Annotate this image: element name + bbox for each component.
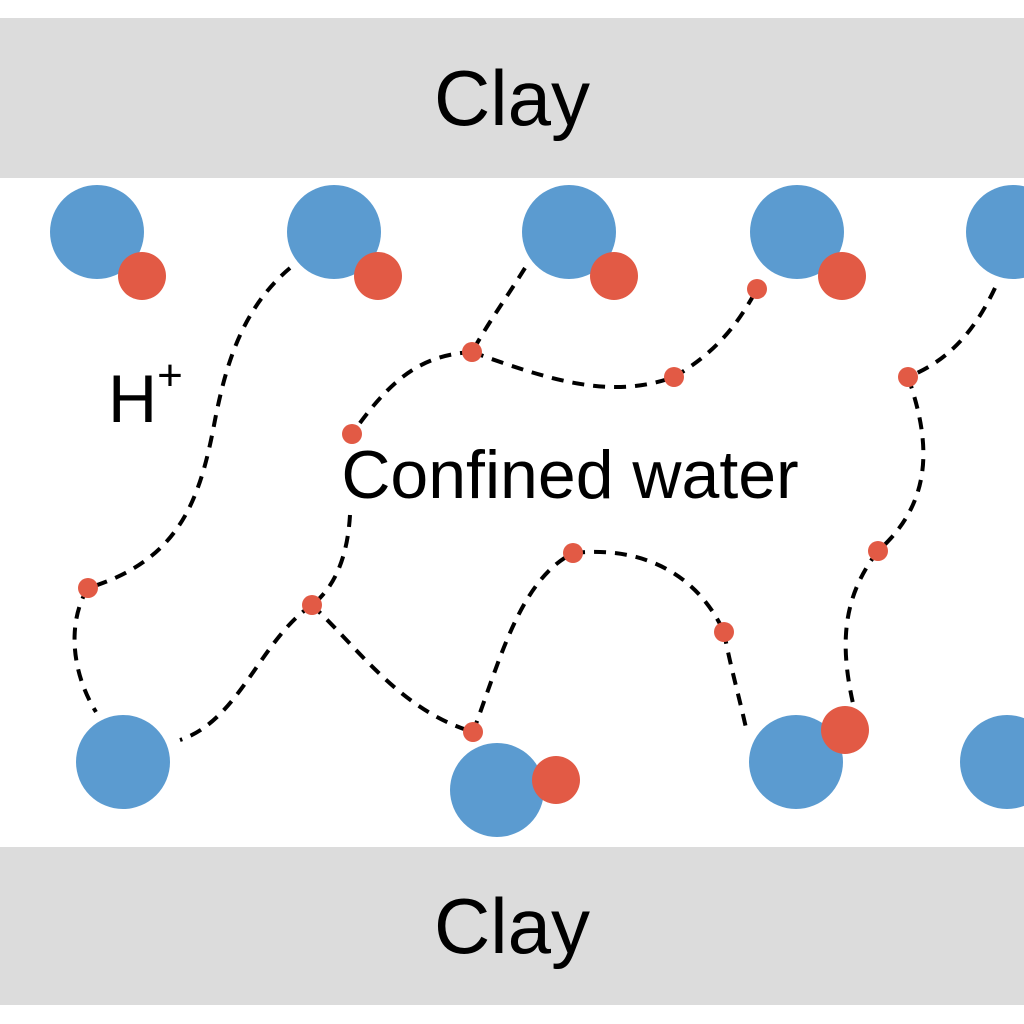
water-molecule <box>960 715 1024 809</box>
hydrogen-bond-network <box>72 266 997 742</box>
proton-node <box>302 595 322 615</box>
hydrogen-bond-path <box>87 266 292 590</box>
clay-bottom-label: Clay <box>433 882 591 970</box>
hydrogen-atom <box>354 252 402 300</box>
proton-node <box>563 543 583 563</box>
water-molecule <box>750 185 866 300</box>
proton-node <box>664 367 684 387</box>
hydrogen-bond-path <box>471 350 675 389</box>
oxygen-atom <box>450 743 544 837</box>
confined-water-label: Confined water <box>341 437 798 513</box>
clay-top-label: Clay <box>433 54 591 142</box>
hydrogen-bond-path <box>72 586 98 714</box>
hydrogen-bond-path <box>572 549 726 633</box>
hydrogen-atom <box>118 252 166 300</box>
hydrogen-bond-path <box>471 551 574 733</box>
proton-label-base: H <box>108 361 157 437</box>
water-molecule <box>50 185 166 300</box>
clay-layer-bottom: Clay <box>0 847 1024 1005</box>
hydrogen-bond-path <box>310 514 352 607</box>
proton-node <box>714 622 734 642</box>
proton-node <box>898 367 918 387</box>
water-molecule <box>966 185 1024 279</box>
hydrogen-atom <box>821 706 869 754</box>
oxygen-atom <box>76 715 170 809</box>
hydrogen-bond-path <box>179 603 314 742</box>
hydrogen-bond-path <box>876 376 926 553</box>
oxygen-atom <box>287 185 381 279</box>
hydrogen-atom <box>818 252 866 300</box>
oxygen-atom <box>50 185 144 279</box>
hydrogen-atom <box>532 756 580 804</box>
clay-layer-top: Clay <box>0 18 1024 178</box>
proton-node <box>462 342 482 362</box>
proton-label-charge: + <box>157 351 183 400</box>
hydrogen-atom <box>590 252 638 300</box>
proton-node <box>463 722 483 742</box>
hydrogen-bond-path <box>310 603 474 734</box>
hydrogen-bond-path <box>722 631 748 729</box>
water-molecule <box>749 706 869 809</box>
oxygen-atom <box>960 715 1024 809</box>
proton-node <box>747 279 767 299</box>
proton-node <box>78 578 98 598</box>
water-molecule <box>287 185 402 300</box>
oxygen-atom <box>750 185 844 279</box>
oxygen-atom <box>966 185 1024 279</box>
oxygen-atom <box>522 185 616 279</box>
water-molecule <box>450 743 580 837</box>
hydrogen-bond-path <box>843 549 880 713</box>
proton-node <box>868 541 888 561</box>
proton-nodes <box>78 279 918 742</box>
water-molecule <box>76 715 170 809</box>
hydrogen-bond-path <box>470 266 527 353</box>
proton-label: H+ <box>108 351 183 437</box>
water-molecule <box>522 185 638 300</box>
proton-node <box>342 424 362 444</box>
hydrogen-bond-path <box>907 287 997 379</box>
hydrogen-bond-path <box>672 288 759 379</box>
hydrogen-bond-path <box>350 350 473 436</box>
oxygen-atom <box>749 715 843 809</box>
